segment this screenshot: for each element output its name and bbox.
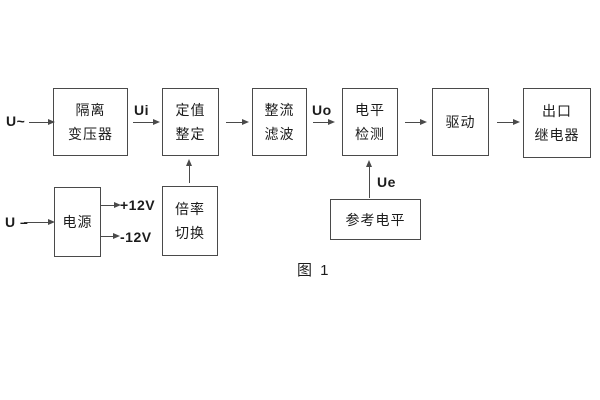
block-label: 驱动 (445, 114, 476, 130)
block-isolation-transformer: 隔离 变压器 (53, 88, 128, 156)
arrow-ui (133, 118, 160, 125)
label-ui: Ui (134, 102, 149, 118)
block-reference-level: 参考电平 (330, 199, 421, 240)
block-level-detection: 电平 检测 (342, 88, 398, 156)
arrow-ac-input (29, 118, 55, 125)
block-label: 隔离 (75, 102, 106, 118)
label-ue: Ue (377, 174, 396, 190)
block-label: 出口 (542, 103, 572, 119)
block-output-relay: 出口 继电器 (523, 88, 591, 158)
block-label: 滤波 (264, 126, 295, 142)
block-label: 整定 (175, 126, 206, 142)
block-label: 倍率 (175, 201, 205, 217)
arrow-driver-to-relay (497, 118, 520, 125)
block-label: 电平 (355, 102, 385, 118)
block-ratio-switch: 倍率 切换 (162, 186, 218, 256)
block-label: 继电器 (534, 127, 580, 143)
arrow-plus-12v (101, 201, 121, 208)
label-uo: Uo (312, 102, 332, 118)
arrow-uo (313, 118, 335, 125)
block-driver: 驱动 (432, 88, 489, 156)
block-label: 变压器 (68, 126, 113, 142)
arrow-dc-input (24, 218, 55, 225)
arrow-minus-12v (101, 232, 120, 239)
arrow-ratio-to-setting (185, 159, 192, 183)
label-plus-12v: +12V (120, 197, 156, 213)
block-label: 整流 (264, 102, 295, 118)
block-value-setting: 定值 整定 (162, 88, 219, 156)
block-label: 检测 (355, 126, 385, 142)
figure-caption: 图 1 (297, 262, 331, 279)
label-ac-input: U~ (6, 113, 26, 129)
block-power-supply: 电源 (54, 187, 101, 257)
label-minus-12v: -12V (120, 229, 152, 245)
block-rectifier-filter: 整流 滤波 (252, 88, 307, 156)
block-label: 切换 (175, 225, 205, 241)
arrow-setting-to-rectifier (226, 118, 249, 125)
block-label: 定值 (175, 102, 206, 118)
arrow-detection-to-driver (405, 118, 427, 125)
block-label: 电源 (62, 214, 93, 230)
block-label: 参考电平 (345, 211, 406, 228)
label-dc-input: U – (5, 214, 29, 230)
arrow-ue (365, 160, 372, 198)
